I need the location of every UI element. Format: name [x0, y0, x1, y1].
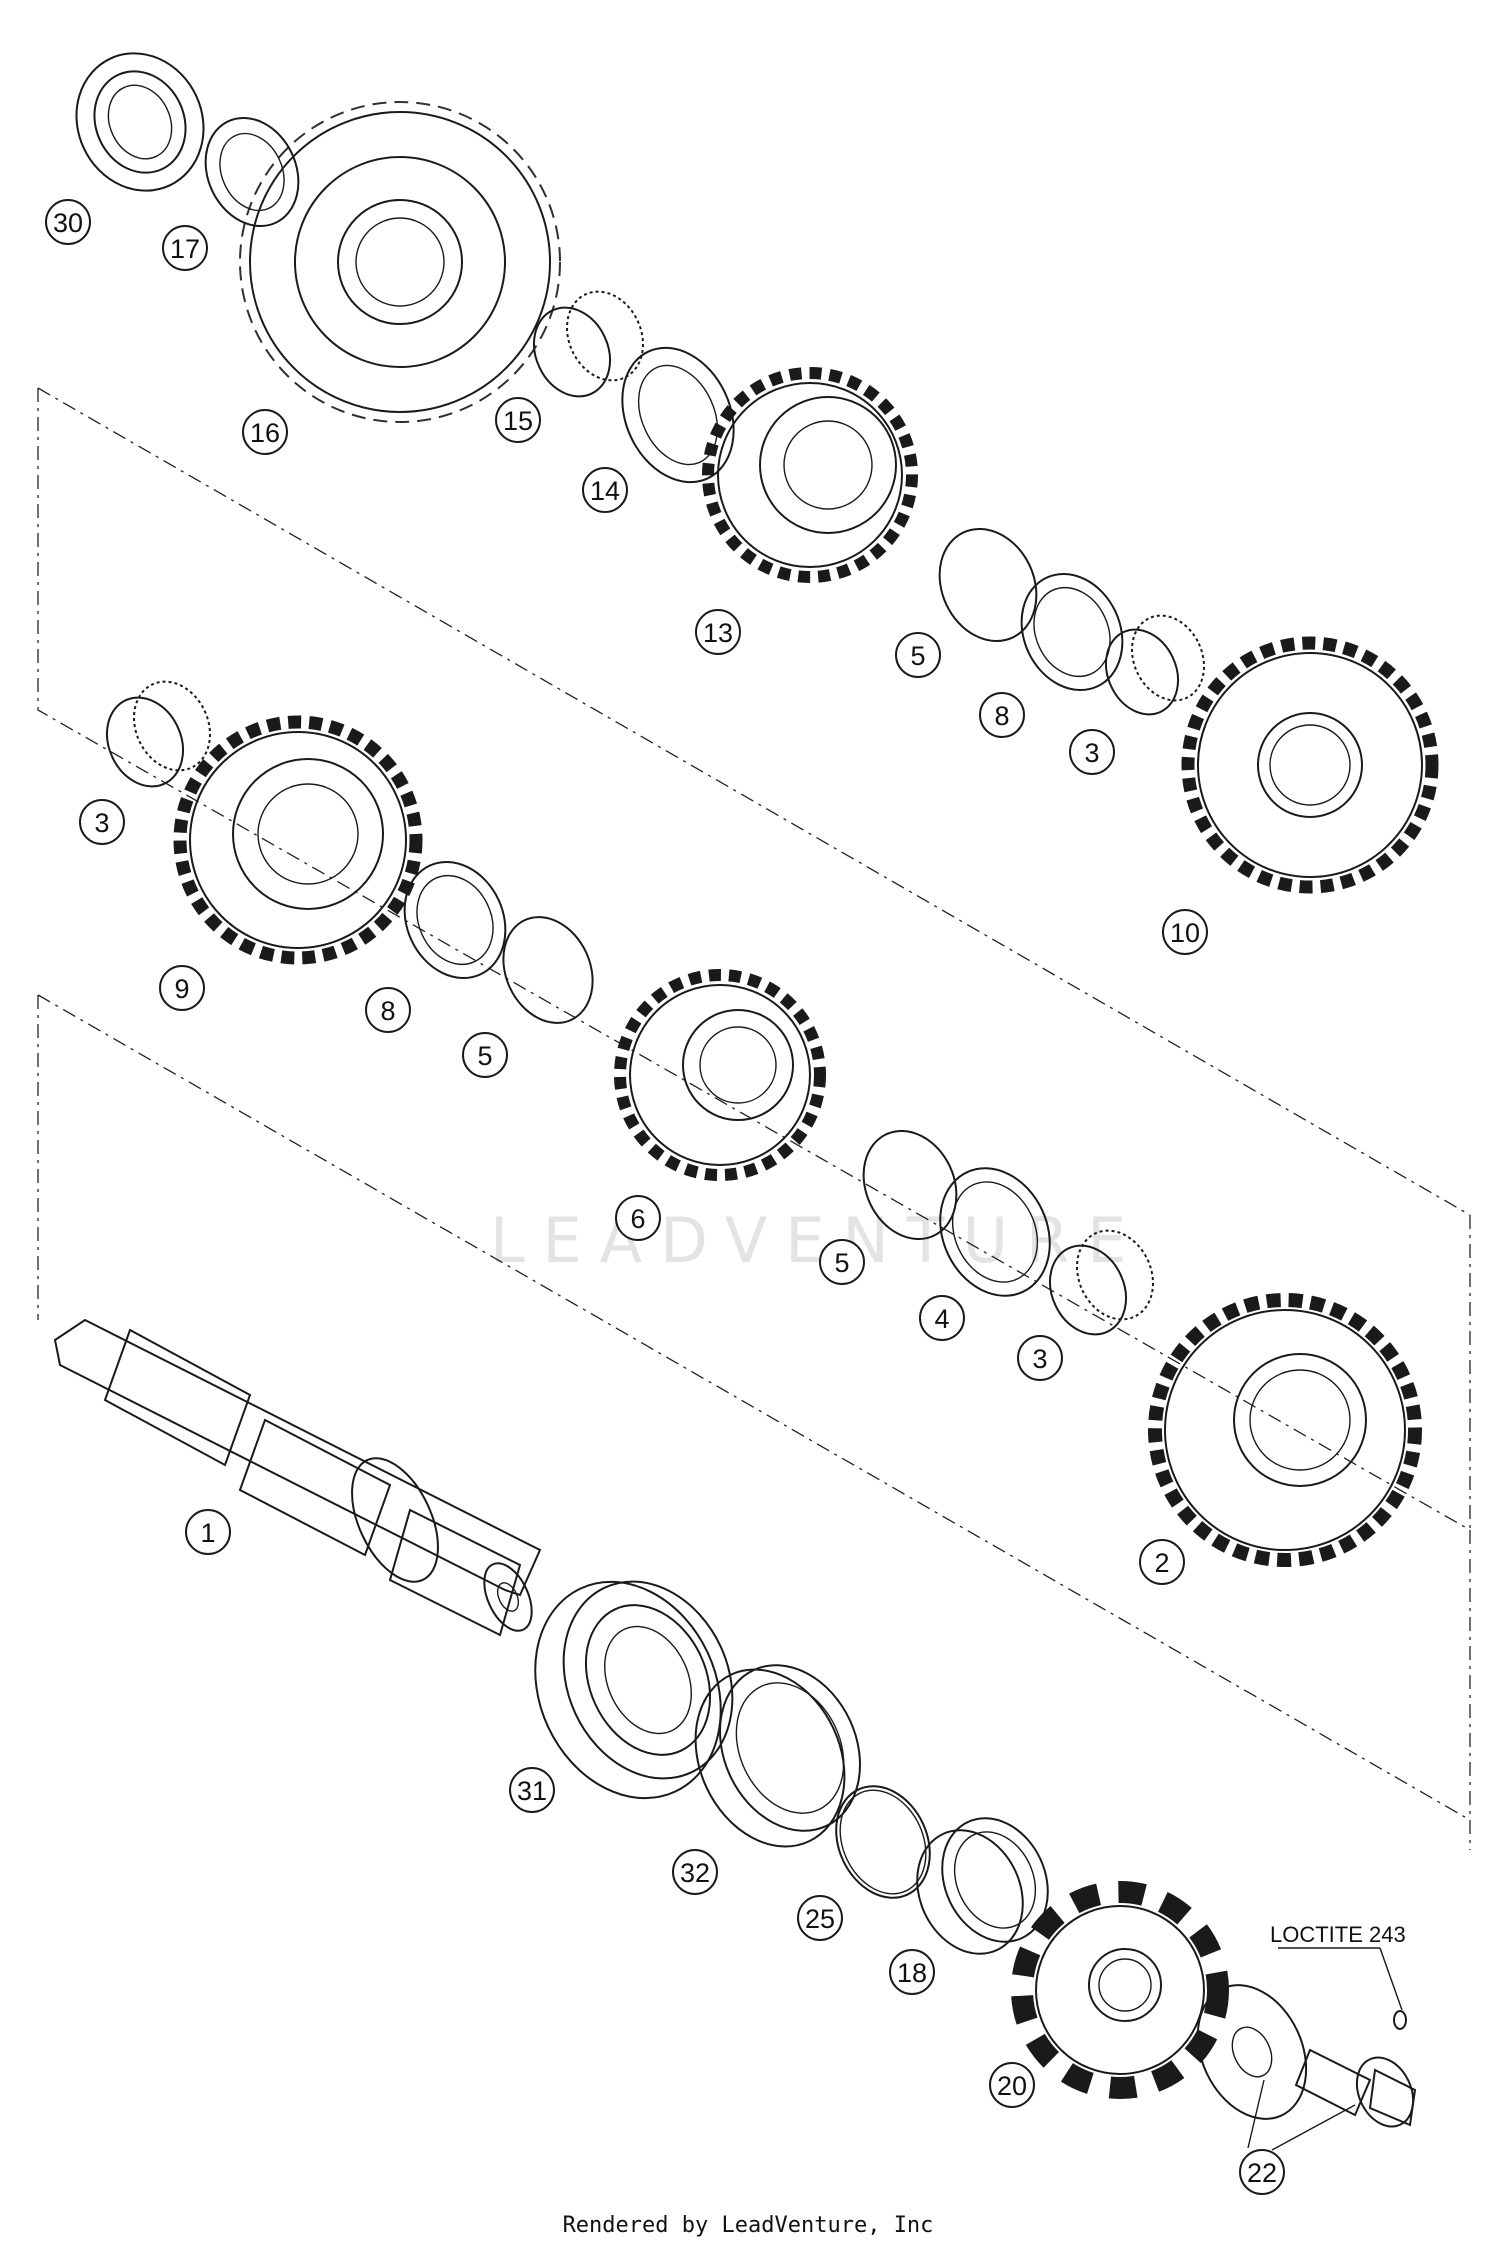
callout-label: 30	[53, 208, 83, 238]
main-shaft-1[interactable]	[53, 1318, 542, 1638]
callout-label: 3	[1032, 1344, 1047, 1374]
threadlock-drop	[1393, 2010, 1407, 2030]
callout-label: 18	[897, 1958, 927, 1988]
callout-18[interactable]: 18	[889, 1949, 935, 1995]
callout-9[interactable]: 9	[159, 965, 205, 1011]
sprocket-20[interactable]	[1011, 1881, 1229, 2099]
watermark: LEADVENTURE	[490, 1204, 1144, 1277]
callout-17[interactable]: 17	[162, 225, 208, 271]
bolt[interactable]	[1294, 2048, 1424, 2135]
washer-14[interactable]	[601, 330, 754, 501]
callout-label: 8	[994, 701, 1009, 731]
leader-lines	[1247, 1947, 1403, 2151]
needle-bearing-15[interactable]	[520, 279, 657, 409]
circlip-5-upper[interactable]	[922, 513, 1054, 657]
callout-22[interactable]: 22	[1239, 2149, 1285, 2195]
callout-label: 32	[680, 1858, 710, 1888]
callout-label: 3	[94, 808, 109, 838]
gear-2[interactable]	[1148, 1293, 1422, 1567]
callout-label: 16	[250, 418, 280, 448]
callout-label: 4	[934, 1304, 949, 1334]
callout-5-upper[interactable]: 5	[895, 632, 941, 678]
bearing-30[interactable]	[54, 32, 226, 211]
callout-label: 9	[174, 974, 189, 1004]
callout-label: 20	[997, 2071, 1027, 2101]
gear-6[interactable]	[614, 969, 826, 1181]
callout-20[interactable]: 20	[989, 2062, 1035, 2108]
callout-25[interactable]: 25	[797, 1895, 843, 1941]
callout-32[interactable]: 32	[672, 1849, 718, 1895]
spacer-18[interactable]	[898, 1801, 1068, 1971]
callout-30[interactable]: 30	[45, 199, 91, 245]
callout-label: 3	[1084, 738, 1099, 768]
washer-4[interactable]	[920, 1150, 1070, 1314]
needle-bearing-3-lower[interactable]	[1036, 1218, 1167, 1347]
callout-label: 31	[517, 1776, 547, 1806]
callout-label: 22	[1247, 2158, 1277, 2188]
callout-5-middle[interactable]: 5	[462, 1032, 508, 1078]
gear-9[interactable]	[173, 715, 423, 965]
callout-label: 13	[703, 618, 733, 648]
callout-label: 25	[805, 1904, 835, 1934]
assembly-guide-lines	[37, 387, 1471, 1850]
callout-label: 5	[834, 1248, 849, 1278]
footer-credit: Rendered by LeadVenture, Inc	[563, 2213, 934, 2238]
callout-8-upper[interactable]: 8	[979, 692, 1025, 738]
callout-label: 17	[170, 234, 200, 264]
bearing-31[interactable]	[501, 1551, 764, 1828]
callout-1[interactable]: 1	[185, 1509, 231, 1555]
callout-6[interactable]: 6	[615, 1195, 661, 1241]
callout-label: 6	[630, 1204, 645, 1234]
callout-label: 5	[477, 1041, 492, 1071]
callout-label: 8	[380, 996, 395, 1026]
callout-label: 1	[200, 1518, 215, 1548]
gear-16[interactable]	[239, 101, 561, 423]
callout-label: 14	[590, 476, 620, 506]
callout-label: 10	[1170, 918, 1200, 948]
washer-17[interactable]	[188, 103, 315, 242]
callout-label: 15	[503, 406, 533, 436]
needle-bearing-3-upper[interactable]	[1093, 604, 1218, 726]
callout-14[interactable]: 14	[582, 467, 628, 513]
callout-3-left[interactable]: 3	[79, 799, 125, 845]
seal-32[interactable]	[668, 1642, 886, 1871]
callout-10[interactable]: 10	[1162, 909, 1208, 955]
callout-13[interactable]: 13	[695, 609, 741, 655]
loctite-note: LOCTITE 243	[1270, 1922, 1406, 1947]
callout-15[interactable]: 15	[495, 397, 541, 443]
circlip-5-middle[interactable]	[487, 902, 610, 1037]
splined-washer-8-upper[interactable]	[1003, 557, 1141, 706]
needle-bearing-3-left[interactable]	[93, 669, 224, 799]
o-ring-25[interactable]	[819, 1771, 948, 1913]
washer-22[interactable]	[1177, 1967, 1327, 2136]
callout-31[interactable]: 31	[509, 1767, 555, 1813]
callout-5-lower[interactable]: 5	[819, 1239, 865, 1285]
callout-3-upper[interactable]: 3	[1069, 729, 1115, 775]
splined-washer-8-middle[interactable]	[386, 845, 524, 994]
callout-2[interactable]: 2	[1139, 1539, 1185, 1585]
circlip-5-lower[interactable]	[846, 1116, 973, 1255]
gear-13[interactable]	[702, 367, 918, 583]
callout-label: 5	[910, 641, 925, 671]
callout-8-middle[interactable]: 8	[365, 987, 411, 1033]
callout-4[interactable]: 4	[919, 1295, 965, 1341]
callout-3-lower[interactable]: 3	[1017, 1335, 1063, 1381]
callout-label: 2	[1154, 1548, 1169, 1578]
callout-16[interactable]: 16	[242, 409, 288, 455]
gear-10[interactable]	[1181, 636, 1439, 894]
